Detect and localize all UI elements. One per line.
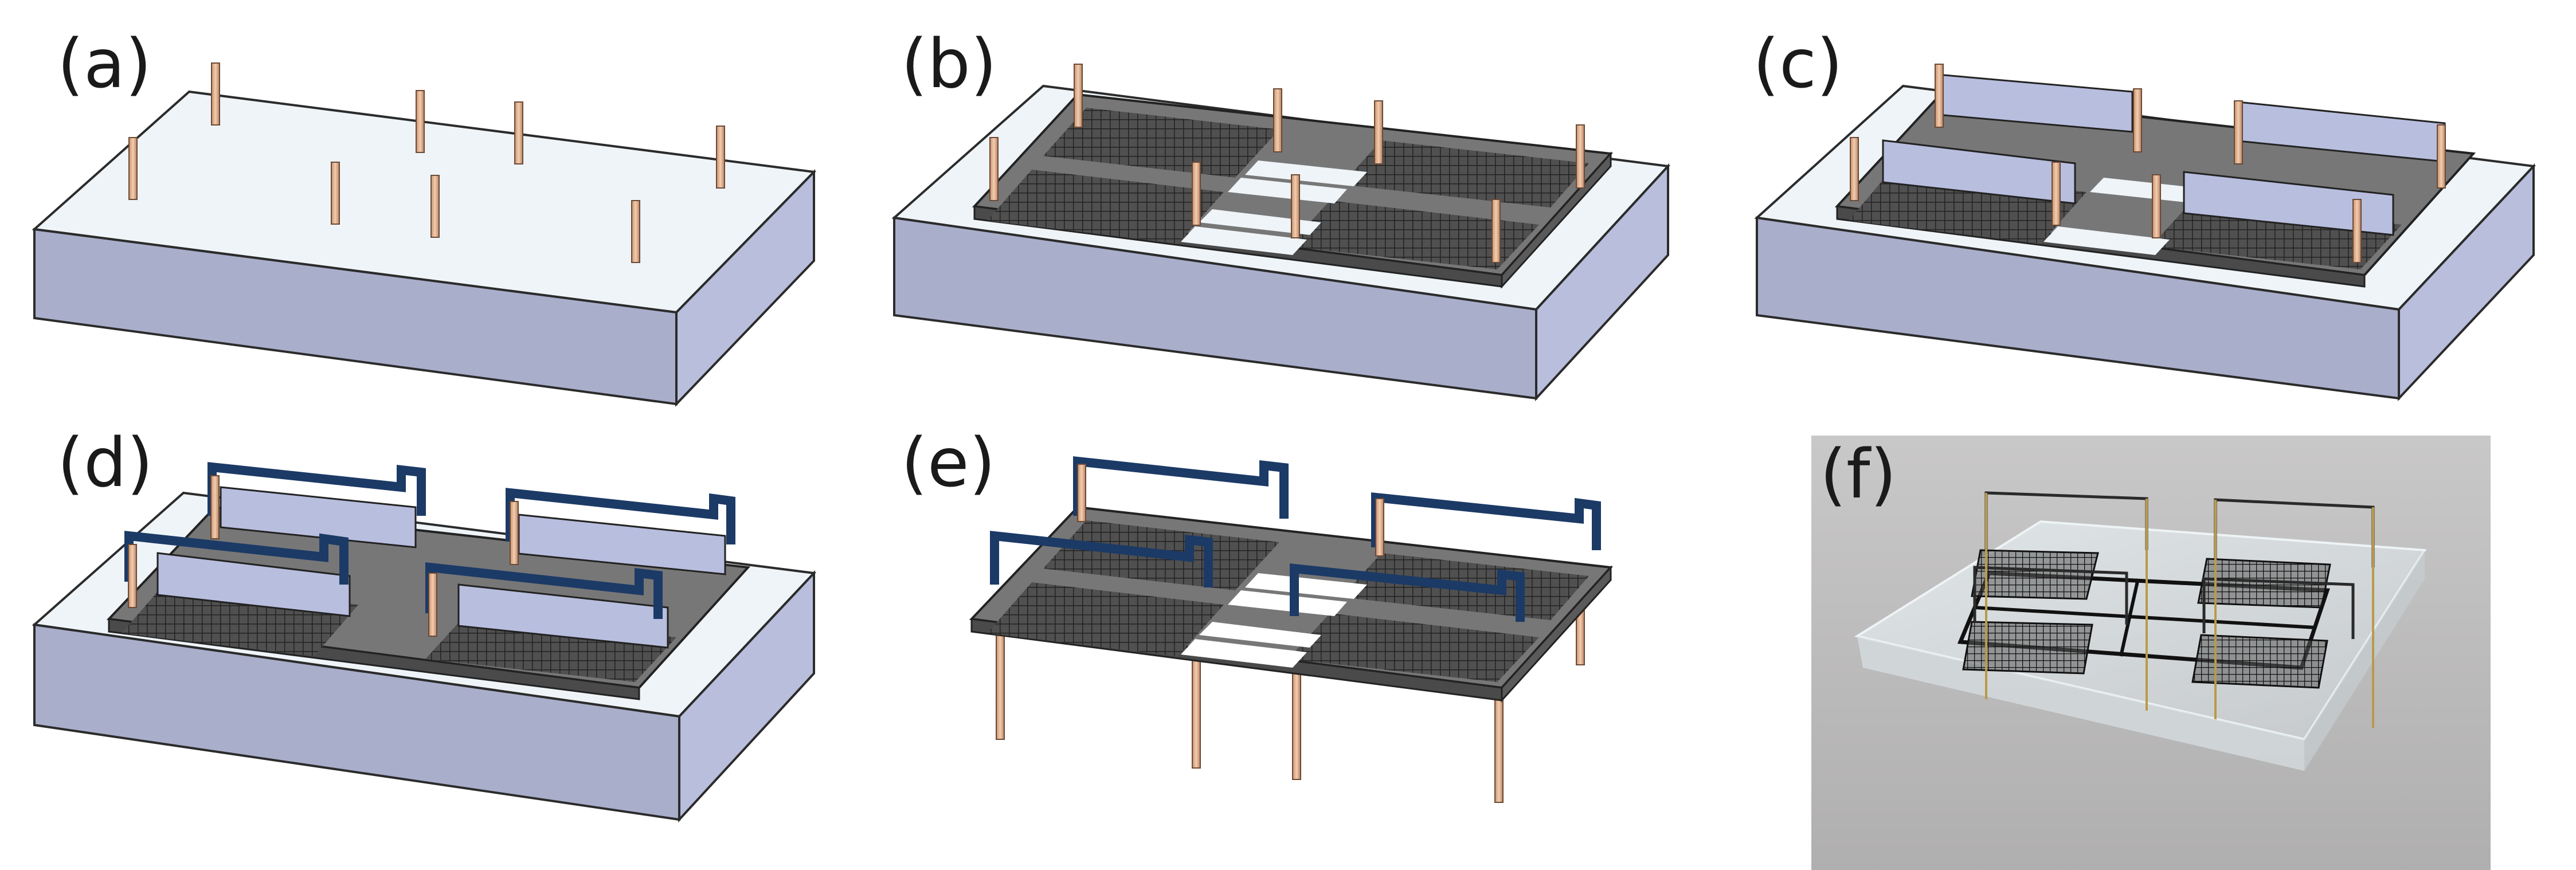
copper-pin-icon	[211, 62, 220, 126]
panel-label-d: (d)	[57, 423, 153, 502]
panel-e: (e)	[901, 423, 1614, 803]
panel-c: (c)	[1753, 24, 2536, 402]
copper-pins	[128, 475, 519, 637]
panel-a: (a)	[32, 24, 817, 407]
copper-pin-icon	[331, 162, 340, 225]
mesh-grid-icon	[1288, 201, 1539, 269]
panel-label-c: (c)	[1753, 24, 1843, 103]
wall-blocks	[156, 486, 726, 649]
device-frame	[1957, 491, 2375, 728]
wall-blocks	[1882, 73, 2446, 236]
copper-pin-icon	[716, 126, 725, 189]
panel-label-a: (a)	[57, 24, 151, 103]
panel-d: (d)	[32, 423, 817, 823]
copper-pin-icon	[416, 90, 425, 153]
mesh-grid-icon	[987, 170, 1224, 244]
copper-pin-icon	[430, 175, 440, 238]
panel-label-b: (b)	[901, 24, 997, 103]
copper-pins	[1850, 64, 2446, 263]
panel-label-f: (f)	[1820, 434, 1897, 514]
panel-f-photo: (f)	[1811, 434, 2491, 870]
copper-pin-icon	[514, 101, 523, 164]
copper-pin-icon	[631, 200, 640, 263]
copper-pin-icon	[128, 137, 138, 200]
substrate-block	[32, 90, 817, 407]
mesh-grid-icon	[1043, 108, 1279, 178]
copper-pins	[128, 62, 725, 263]
panel-label-e: (e)	[901, 423, 996, 502]
copper-pins	[989, 64, 1585, 263]
mesh-grid-icon	[1341, 140, 1589, 207]
panel-b: (b)	[891, 24, 1671, 402]
copper-pins	[1077, 464, 1384, 557]
